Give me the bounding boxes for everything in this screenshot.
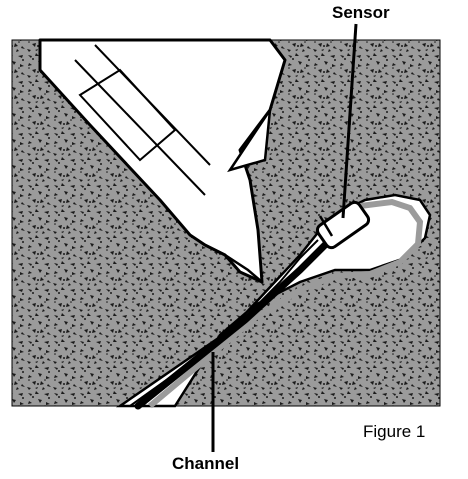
adhesive-bead: [148, 198, 424, 409]
adhesive-applicator-gun: [38, 38, 287, 284]
figure-caption: Figure 1: [363, 422, 426, 441]
sensor-cable: [134, 236, 334, 410]
sensor-label: Sensor: [332, 3, 390, 22]
channel-label: Channel: [172, 454, 240, 473]
sensor-leader-line: [341, 23, 358, 219]
sensor: [315, 200, 371, 250]
